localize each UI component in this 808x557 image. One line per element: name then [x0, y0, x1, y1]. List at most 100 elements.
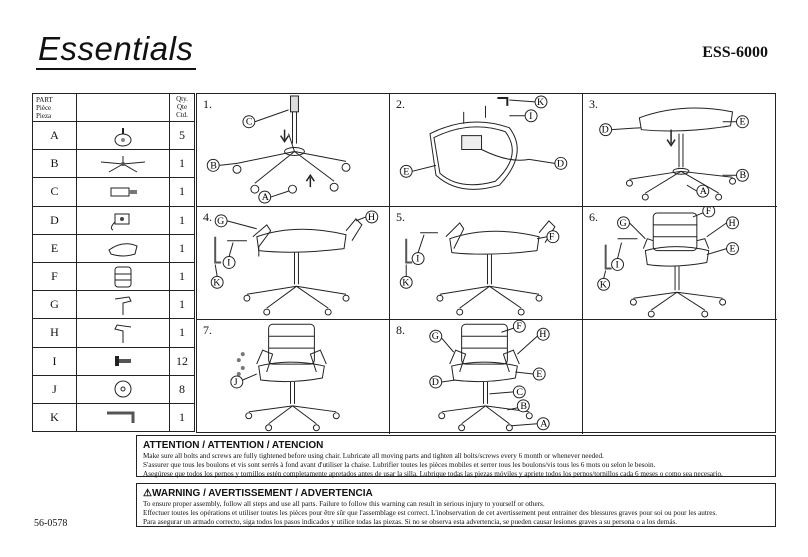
model-number: ESS-6000: [702, 44, 768, 61]
qty-header: Qty. Qte Ctd.: [169, 93, 195, 122]
label-a: A: [540, 419, 548, 430]
label-i: I: [416, 254, 419, 265]
bolt-icon: [76, 346, 170, 376]
warning-title: ⚠WARNING / AVERTISSEMENT / ADVERTENCIA: [143, 488, 769, 500]
label-c: C: [246, 117, 253, 128]
label-b: B: [210, 160, 217, 171]
base-icon: [76, 149, 170, 179]
warning-line-en: To ensure proper assembly, follow all st…: [143, 500, 545, 508]
mechanism-icon: [76, 205, 170, 235]
step-2: 2. K I D E: [390, 94, 583, 207]
step-3-callouts: D E B A: [599, 115, 749, 198]
label-b: B: [739, 170, 746, 181]
table-row: C 1: [32, 177, 195, 207]
label-f: F: [706, 207, 712, 217]
table-row: K 1: [32, 402, 195, 433]
label-g: G: [620, 218, 627, 229]
part-letter: G: [32, 290, 77, 320]
allen-key-icon: [76, 402, 170, 433]
part-qty: 1: [169, 233, 195, 263]
label-d: D: [557, 158, 564, 169]
step-3: 3. D E B A: [583, 94, 777, 207]
empty-cell: [583, 320, 777, 434]
seat-icon: [76, 233, 170, 263]
attention-line-en: Make sure all bolts and screws are fully…: [143, 452, 604, 460]
brand-logo: Essentials: [34, 28, 204, 74]
step-5-illustration: [405, 220, 556, 316]
table-row: H 1: [32, 318, 195, 348]
attention-line-fr: S'assurer que tous les boulons et vis so…: [143, 461, 656, 469]
step-1: 1. C B A: [197, 94, 390, 207]
part-qty: 1: [169, 177, 195, 207]
step-1-illustration: [232, 95, 351, 194]
part-letter: F: [32, 261, 77, 292]
label-g: G: [432, 331, 439, 342]
table-row: F 1: [32, 261, 195, 292]
part-qty: 12: [169, 346, 195, 376]
part-letter: B: [32, 149, 77, 179]
label-k: K: [537, 97, 545, 108]
step-6-illustration: [604, 212, 727, 318]
table-row: A 5: [32, 120, 195, 151]
table-row: B 1: [32, 149, 195, 179]
label-f: F: [549, 232, 555, 243]
step-4-callouts: G H I K: [210, 210, 379, 289]
step-7: 7. J: [197, 320, 390, 434]
step-number: 8.: [396, 323, 405, 337]
attention-line-es: Asegúrese que todos los pernos y tornill…: [143, 470, 723, 478]
step-3-illustration: [625, 107, 736, 201]
label-c: C: [516, 387, 523, 398]
label-i: I: [616, 259, 619, 270]
label-b: B: [520, 401, 527, 412]
label-e: E: [403, 166, 409, 177]
label-h: H: [729, 218, 736, 229]
part-header: PART Pièce Pieza: [32, 93, 77, 122]
step-5-callouts: F I K: [399, 230, 560, 289]
step-number: 4.: [203, 210, 212, 224]
label-h: H: [368, 212, 375, 223]
label-k: K: [213, 277, 221, 288]
step-4: 4. G H I: [197, 207, 390, 320]
label-i: I: [227, 257, 230, 268]
label-f: F: [516, 321, 522, 332]
label-g: G: [217, 216, 224, 227]
parts-table: PART Pièce Pieza Qty. Qte Ctd. A 5 B 1 C…: [32, 93, 195, 433]
step-number: 3.: [589, 97, 598, 111]
step-number: 6.: [589, 210, 598, 224]
part-letter: D: [32, 205, 77, 235]
document-code: 56-0578: [34, 518, 68, 529]
step-8-illustration: [438, 323, 533, 432]
caster-icon: [76, 120, 170, 151]
step-7-callouts: J: [230, 373, 257, 389]
attention-notice: ATTENTION / ATTENTION / ATENCION Make su…: [136, 435, 776, 478]
logo-underline: [36, 68, 196, 70]
step-6: 6.: [583, 207, 777, 320]
label-e: E: [536, 369, 542, 380]
parts-table-header: PART Pièce Pieza Qty. Qte Ctd.: [32, 93, 195, 122]
backrest-icon: [76, 261, 170, 292]
part-qty: 5: [169, 120, 195, 151]
part-qty: 1: [169, 402, 195, 433]
warning-title-text: WARNING / AVERTISSEMENT / ADVERTENCIA: [151, 488, 373, 499]
attention-title: ATTENTION / ATTENTION / ATENCION: [143, 440, 324, 451]
warning-notice: ⚠WARNING / AVERTISSEMENT / ADVERTENCIA T…: [136, 483, 776, 527]
table-row: G 1: [32, 290, 195, 320]
step-8: 8.: [390, 320, 583, 434]
table-row: I 12: [32, 346, 195, 376]
label-k: K: [402, 277, 410, 288]
label-d: D: [602, 125, 609, 136]
step-number: 5.: [396, 210, 405, 224]
part-letter: E: [32, 233, 77, 263]
label-k: K: [600, 279, 608, 290]
step-4-illustration: [214, 218, 363, 316]
label-i: I: [529, 111, 532, 122]
part-qty: 8: [169, 374, 195, 404]
assembly-steps: 1. C B A: [196, 93, 777, 434]
label-e: E: [739, 117, 745, 128]
step-8-callouts: G F H E D C B A: [429, 320, 550, 431]
part-letter: J: [32, 374, 77, 404]
left-arm-icon: [76, 290, 170, 320]
step-2-callouts: K I D E: [399, 95, 568, 178]
icon-header: [76, 93, 170, 122]
step-number: 1.: [203, 97, 212, 111]
